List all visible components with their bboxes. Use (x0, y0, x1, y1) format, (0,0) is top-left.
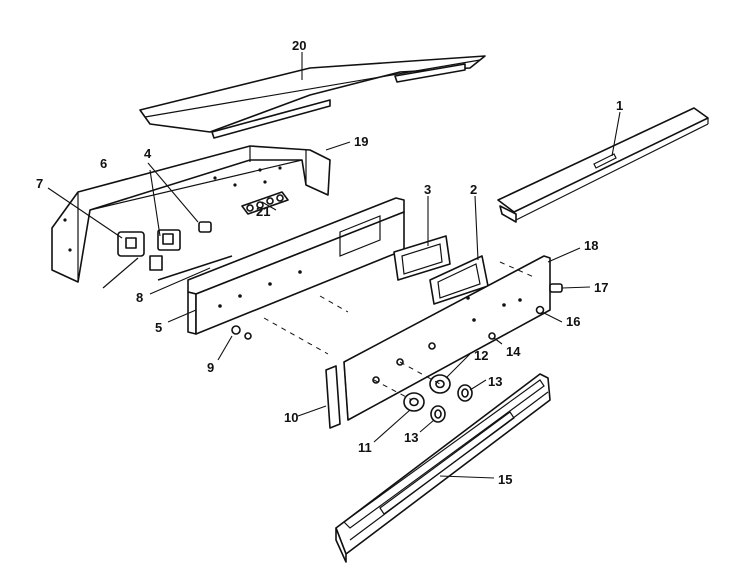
callout-3: 3 (424, 182, 431, 197)
part-19-rear-housing (51, 145, 331, 283)
callout-21: 21 (256, 204, 270, 219)
part-1-rail (497, 107, 709, 223)
part-7-switch (102, 231, 145, 289)
part-20-top-cover (139, 55, 486, 139)
part-3-timer-module (393, 235, 451, 281)
part-5-control-panel (187, 197, 405, 335)
callout-4: 4 (144, 146, 152, 161)
callout-8: 8 (136, 290, 143, 305)
leader-lines (47, 52, 621, 479)
callout-9: 9 (207, 360, 214, 375)
callout-12: 12 (474, 348, 488, 363)
part-4-clip (198, 221, 212, 233)
part-8-wire (157, 255, 233, 281)
part-21-terminal-block (241, 191, 289, 215)
callout-7: 7 (36, 176, 43, 191)
part-11-washer (403, 392, 425, 412)
callout-11: 11 (358, 440, 372, 455)
part-10-trim (325, 365, 341, 429)
callout-18: 18 (584, 238, 598, 253)
callout-10: 10 (284, 410, 298, 425)
callout-6: 6 (100, 156, 107, 171)
part-16-screw (535, 305, 545, 315)
part-15-channel (335, 373, 551, 563)
callout-20: 20 (292, 38, 306, 53)
callout-16: 16 (566, 314, 580, 329)
part-14-fastener (488, 332, 496, 340)
part-13-knob-b (430, 405, 446, 423)
callout-labels: 20 19 1 2 3 4 6 7 21 8 5 9 10 11 12 13 1… (36, 38, 623, 487)
callout-19: 19 (354, 134, 368, 149)
callout-13b: 13 (404, 430, 418, 445)
part-12-washer (429, 374, 451, 394)
part-13-knob-a (457, 384, 473, 402)
callout-17: 17 (594, 280, 608, 295)
callout-1: 1 (616, 98, 623, 113)
part-6-switch (149, 229, 181, 271)
callout-14: 14 (506, 344, 521, 359)
part-17-screw (549, 283, 563, 293)
part-9-screw (231, 325, 252, 340)
callout-2: 2 (470, 182, 477, 197)
alignment-lines (263, 261, 537, 401)
callout-15: 15 (498, 472, 512, 487)
callout-13a: 13 (488, 374, 502, 389)
callout-5: 5 (155, 320, 162, 335)
